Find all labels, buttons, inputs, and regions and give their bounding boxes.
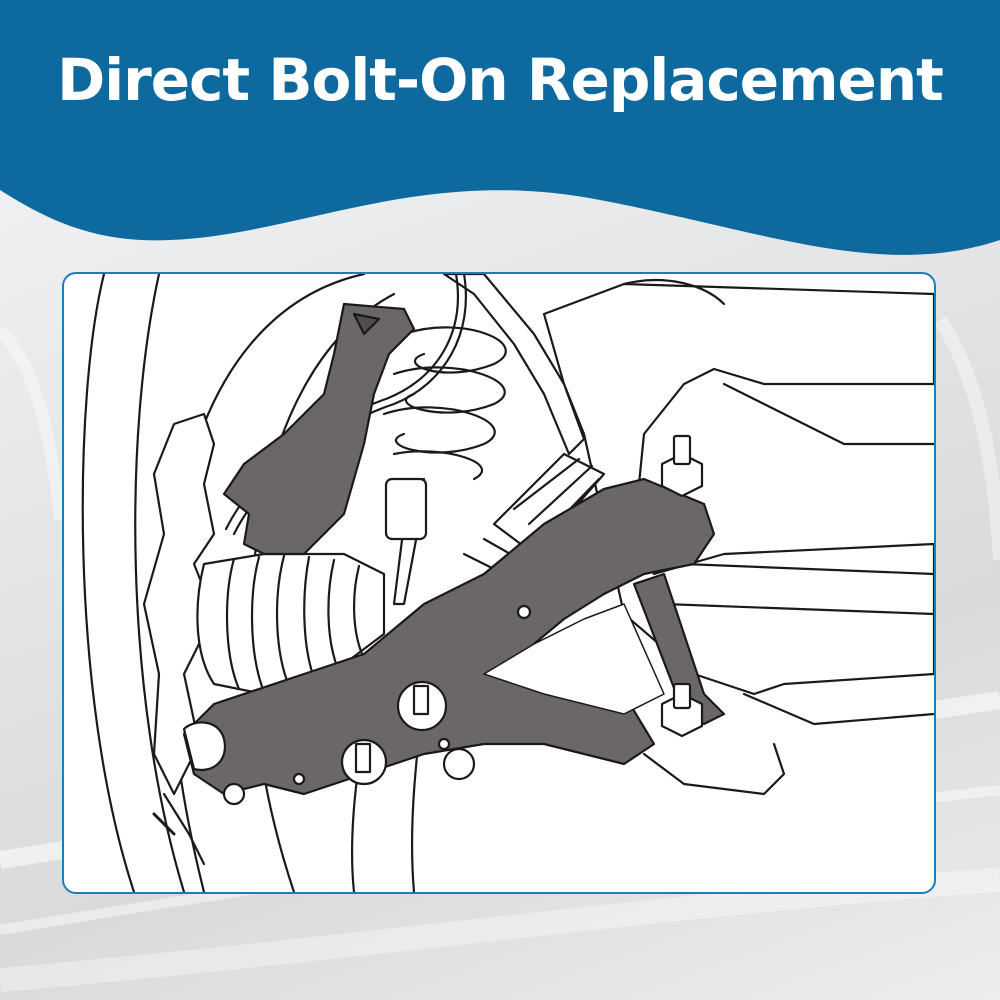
steering-knuckle [142, 412, 216, 796]
subframe-bolt [660, 434, 704, 738]
suspension-illustration [81, 274, 934, 892]
page-title: Direct Bolt-On Replacement [57, 46, 944, 114]
upper-arm [222, 302, 416, 556]
tire-inner-arc [134, 274, 186, 892]
mount-hole [442, 747, 476, 781]
header-banner [0, 0, 1000, 255]
lower-control-arm [182, 477, 716, 796]
cv-boot [196, 552, 386, 696]
sway-bar [442, 274, 586, 456]
illustration-frame [62, 272, 936, 894]
tire-outer-arc [81, 274, 136, 892]
coil-spring [402, 326, 507, 374]
ball-joint [182, 721, 227, 772]
